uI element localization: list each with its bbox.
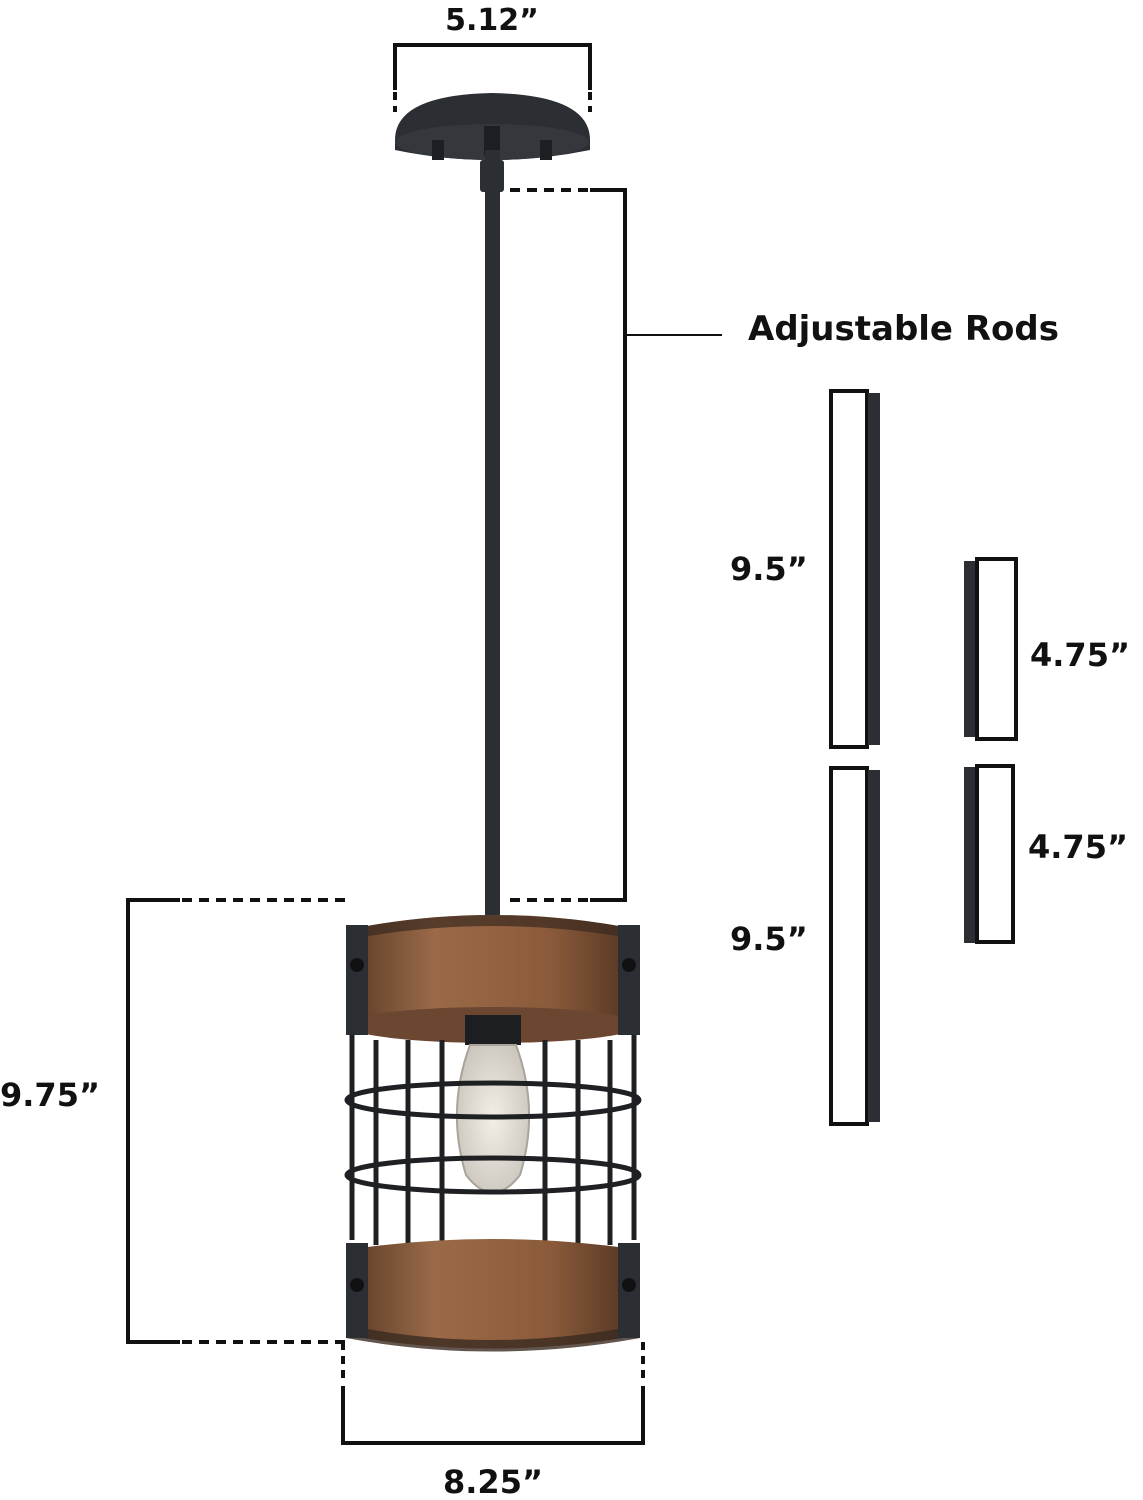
shade-height-label: 9.75” — [0, 1076, 100, 1114]
rod-piece-short-2 — [964, 764, 1015, 944]
pendant-rod — [485, 150, 500, 915]
canopy — [395, 93, 590, 160]
rod-short-2-label: 4.75” — [1028, 828, 1128, 866]
rod-piece-long-2 — [829, 766, 880, 1126]
rod-piece-short-1 — [964, 557, 1018, 741]
rod-short-1-label: 4.75” — [1030, 636, 1130, 674]
canopy-width-label: 5.12” — [445, 3, 539, 38]
adjustable-rods-label: Adjustable Rods — [748, 309, 1059, 349]
rod-piece-long-1 — [829, 389, 880, 749]
shade-width-label: 8.25” — [443, 1463, 543, 1500]
shade-height-bracket — [126, 898, 345, 1344]
rod-long-2-label: 9.5” — [730, 920, 808, 958]
rod-long-1-label: 9.5” — [730, 550, 808, 588]
cage-shade — [344, 915, 642, 1352]
shade-width-bracket — [341, 1342, 645, 1445]
canopy-width-bracket — [393, 43, 592, 112]
rod-length-bracket — [510, 188, 722, 902]
